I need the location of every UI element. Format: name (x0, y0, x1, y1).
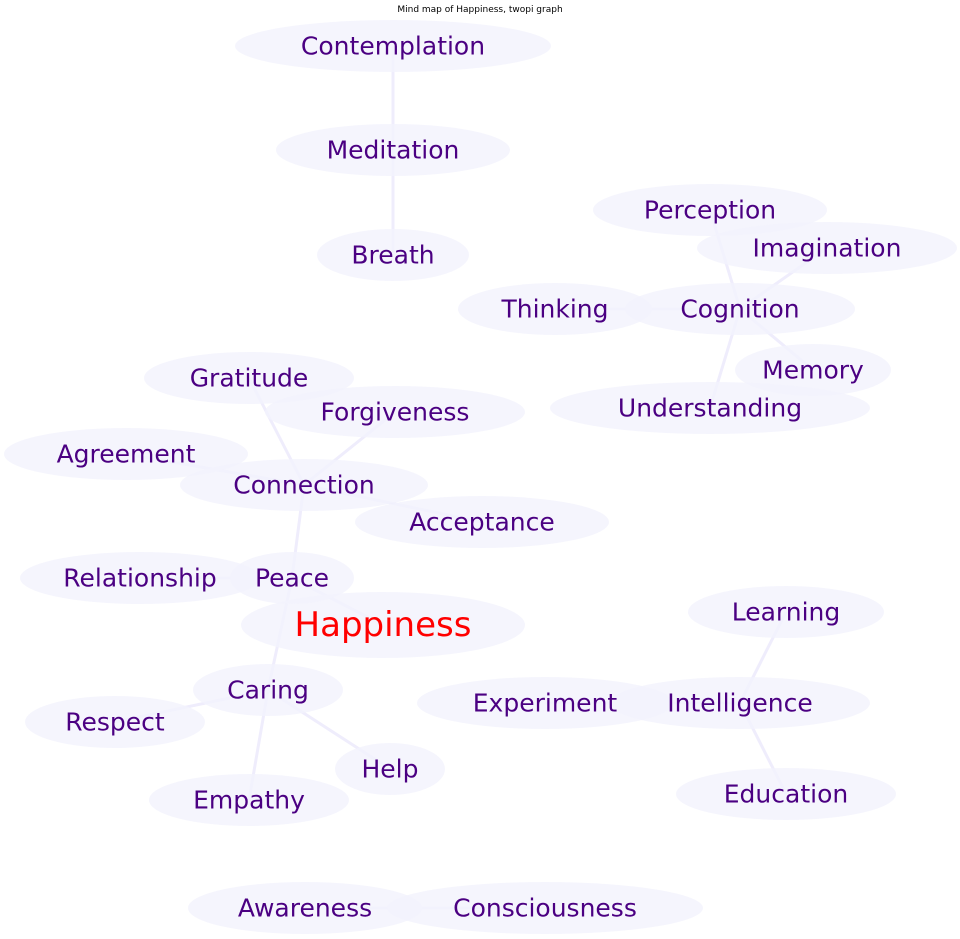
node-label: Meditation (327, 136, 460, 165)
node-memory[interactable] (735, 344, 891, 396)
node-ellipse (4, 428, 248, 480)
node-thinking[interactable] (458, 283, 652, 335)
node-label: Learning (732, 598, 841, 627)
node-peace[interactable] (230, 552, 354, 604)
node-label: Thinking (500, 295, 608, 324)
node-ellipse (676, 768, 896, 820)
node-ellipse (458, 283, 652, 335)
node-empathy[interactable] (149, 774, 349, 826)
node-meditation[interactable] (276, 124, 510, 176)
node-understanding[interactable] (550, 382, 870, 434)
node-label: Memory (762, 356, 864, 385)
node-label: Consciousness (453, 894, 637, 923)
node-label: Forgiveness (321, 398, 470, 427)
node-label: Intelligence (667, 689, 812, 718)
node-ellipse (20, 552, 260, 604)
node-ellipse (235, 20, 551, 72)
node-happiness[interactable] (241, 592, 525, 658)
node-relationship[interactable] (20, 552, 260, 604)
node-ellipse (735, 344, 891, 396)
node-ellipse (688, 586, 884, 638)
node-label: Connection (233, 471, 374, 500)
node-education[interactable] (676, 768, 896, 820)
node-ellipse (625, 283, 855, 335)
node-label: Caring (227, 676, 309, 705)
node-contemplation[interactable] (235, 20, 551, 72)
node-ellipse (230, 552, 354, 604)
node-imagination[interactable] (697, 222, 957, 274)
node-respect[interactable] (25, 696, 205, 748)
node-help[interactable] (335, 743, 445, 795)
node-label: Acceptance (409, 508, 555, 537)
node-ellipse (144, 352, 354, 404)
node-label: Experiment (473, 689, 618, 718)
node-agreement[interactable] (4, 428, 248, 480)
node-ellipse (276, 124, 510, 176)
node-label: Happiness (295, 605, 472, 645)
node-label: Understanding (618, 394, 802, 423)
node-connection[interactable] (180, 459, 428, 511)
node-label: Peace (255, 564, 329, 593)
node-label: Contemplation (301, 32, 485, 61)
node-ellipse (387, 882, 703, 934)
node-label: Cognition (680, 295, 799, 324)
node-ellipse (265, 386, 525, 438)
node-caring[interactable] (193, 664, 343, 716)
node-ellipse (335, 743, 445, 795)
node-label: Breath (351, 241, 434, 270)
node-forgiveness[interactable] (265, 386, 525, 438)
node-ellipse (697, 222, 957, 274)
node-label: Awareness (238, 894, 372, 923)
node-label: Respect (65, 708, 165, 737)
node-label: Relationship (63, 564, 216, 593)
node-breath[interactable] (317, 229, 469, 281)
node-labels: Happiness Peace CognitionIntelligenceConsc… (57, 32, 902, 923)
node-ellipse (25, 696, 205, 748)
node-ellipse (593, 184, 827, 236)
node-label: Agreement (57, 440, 196, 469)
node-acceptance[interactable] (355, 496, 609, 548)
node-perception[interactable] (593, 184, 827, 236)
node-ellipse (241, 592, 525, 658)
node-ellipse (317, 229, 469, 281)
graph-title: Mind map of Happiness, twopi graph (397, 5, 563, 15)
node-ellipse (180, 459, 428, 511)
node-ellipse (355, 496, 609, 548)
node-ellipse (610, 677, 870, 729)
node-ellipse (149, 774, 349, 826)
node-gratitude[interactable] (144, 352, 354, 404)
node-consciousness[interactable] (387, 882, 703, 934)
node-cognition[interactable] (625, 283, 855, 335)
node-ellipse (550, 382, 870, 434)
node-learning[interactable] (688, 586, 884, 638)
node-label: Education (724, 780, 848, 809)
node-label: Empathy (193, 786, 305, 815)
node-ellipse (188, 882, 422, 934)
node-label: Imagination (753, 234, 902, 263)
node-awareness[interactable] (188, 882, 422, 934)
node-label: Help (362, 755, 419, 784)
node-ellipse (417, 677, 673, 729)
node-experiment[interactable] (417, 677, 673, 729)
node-label: Perception (644, 196, 776, 225)
node-label: Gratitude (190, 364, 309, 393)
node-intelligence[interactable] (610, 677, 870, 729)
node-ellipse (193, 664, 343, 716)
